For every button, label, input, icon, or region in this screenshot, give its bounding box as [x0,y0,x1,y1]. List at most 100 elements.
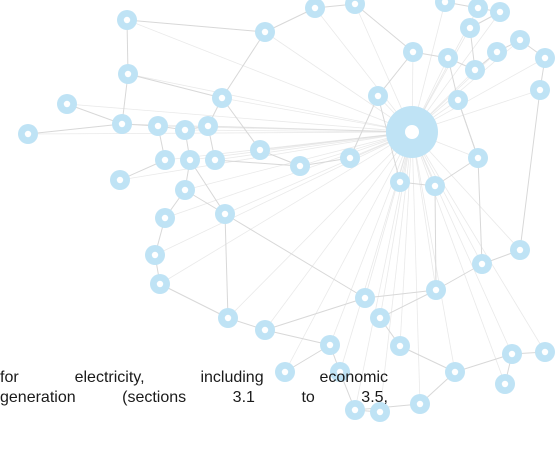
hub-edge [221,97,413,133]
network-node [370,308,390,328]
network-node [390,172,410,192]
hub-edge [411,131,546,353]
hub-edge [284,131,413,373]
hub-edge [207,125,413,133]
hub-edge [399,131,413,347]
hub-edge [189,131,413,161]
network-node [438,48,458,68]
hub-edge [227,131,413,319]
hub-edge [214,131,413,161]
network-node [175,180,195,200]
network-edge [264,297,366,331]
hub-edge [411,131,521,251]
network-node [472,254,492,274]
hub-edge [264,131,413,331]
network-node [345,400,365,420]
network-edge [214,159,301,167]
hub-edge [27,131,413,135]
network-node [435,0,455,12]
hub-edge [164,131,413,219]
network-node [18,124,38,144]
network-node [148,116,168,136]
network-edge [27,123,123,135]
network-node [150,274,170,294]
network-node [118,64,138,84]
network-node [155,208,175,228]
hub-edge [159,131,413,285]
network-node [460,18,480,38]
network-node [255,320,275,340]
network-node [468,148,488,168]
network-edge [477,157,483,265]
network-node [530,80,550,100]
network-node [355,288,375,308]
network-node [145,245,165,265]
network-node [535,48,555,68]
hub-edge [364,131,413,299]
network-node [510,240,530,260]
network-node [112,114,132,134]
document-text-fragment: for electricity, including economic gene… [0,368,388,408]
network-node [468,0,488,18]
network-node [198,116,218,136]
network-node [490,2,510,22]
hub-edge [126,19,413,133]
network-node [175,120,195,140]
hub-edge [411,131,421,405]
hub-edge [379,131,413,319]
network-node [390,336,410,356]
network-node [320,335,340,355]
network-node [255,22,275,42]
hub-edge [127,73,413,133]
network-edge [264,329,331,346]
network-node [495,374,515,394]
network-edge [457,99,479,159]
hub-edge [164,131,413,161]
hub-edge [411,131,506,385]
network-node [155,150,175,170]
hub-edge [154,131,413,256]
network-node [290,156,310,176]
network-node [487,42,507,62]
network-node [345,0,365,14]
network-node [410,394,430,414]
network-node [57,94,77,114]
network-node [340,148,360,168]
network-node [110,170,130,190]
network-edge [221,31,266,99]
network-node [445,362,465,382]
network-edge [434,185,437,291]
network-edge [221,97,261,151]
network-node [535,342,555,362]
text-line-1: for electricity, including economic [0,369,388,386]
network-edge [127,73,223,99]
text-line-2: generation (sections 3.1 to 3.5, [0,389,388,406]
hub-edge [329,131,413,346]
network-node [205,150,225,170]
network-node [502,344,522,364]
network-node [330,362,350,382]
hub-edge [411,131,437,291]
network-edge [364,289,437,299]
hub-edge [264,31,413,133]
network-node [368,86,388,106]
network-edge [399,345,456,373]
network-edge [224,213,229,319]
network-node [370,402,390,422]
hub-edge [184,129,413,133]
hub-edge [66,103,413,133]
network-node [180,150,200,170]
network-node [305,0,325,18]
network-edge [189,159,226,215]
network-edge [354,3,414,53]
network-edge [159,283,229,319]
hub-edge [314,7,413,133]
network-node [250,140,270,160]
network-edge [126,19,266,33]
network-edge [224,213,366,299]
network-node [212,88,232,108]
network-node [510,30,530,50]
network-edge [349,95,379,159]
hub-edge [411,131,456,373]
